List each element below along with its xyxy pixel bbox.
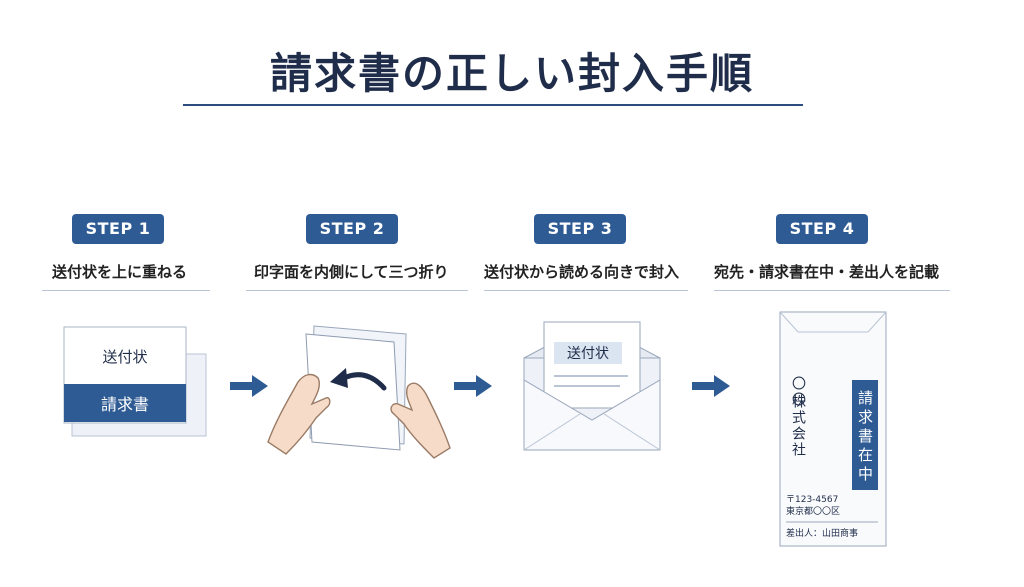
addressee-company: 株式会社 xyxy=(790,394,806,458)
invoice-band xyxy=(64,384,186,422)
step-4-badge: STEP 4 xyxy=(776,214,868,244)
step-4-caption-rule xyxy=(714,290,950,291)
title-underline xyxy=(183,104,803,106)
step-2-caption-rule xyxy=(246,290,468,291)
step-1-badge: STEP 1 xyxy=(72,214,164,244)
inserted-letter xyxy=(543,321,641,409)
letter-label-box xyxy=(554,342,622,364)
invoice-enclosed-text: 請求書在中 xyxy=(856,390,874,485)
cover-letter-label: 送付状 xyxy=(567,346,609,362)
postal-code: 〒123-4567 xyxy=(786,495,838,505)
envelope-seam xyxy=(523,413,581,451)
cover-letter-label: 送付状 xyxy=(102,348,147,366)
fold-arrow-head xyxy=(330,368,348,388)
step-3-badge: STEP 3 xyxy=(534,214,626,244)
hands-folding-paper-illustration xyxy=(267,325,451,459)
sender-address: 東京都〇〇区 xyxy=(786,505,840,517)
arrow-right-icon xyxy=(454,375,492,397)
addressee-marks: 〇〇 xyxy=(790,376,806,408)
step-3-caption: 送付状から読める向きで封入 xyxy=(484,263,680,281)
step-2-caption: 印字面を内側にして三つ折り xyxy=(254,263,449,281)
page-title: 請求書の正しい封入手順 xyxy=(269,49,754,98)
arrow-right-icon xyxy=(230,375,268,397)
addressed-envelope-illustration: 〇〇 株式会社 請求書在中 〒123-4567 東京都〇〇区 差出人：山田商事 xyxy=(779,311,887,547)
left-hand-icon xyxy=(267,373,331,455)
step-1-caption: 送付状を上に重ねる xyxy=(52,263,188,281)
step-4-caption: 宛先・請求書在中・差出人を記載 xyxy=(714,263,940,281)
invoice-label: 請求書 xyxy=(101,395,149,414)
envelope-flap-line xyxy=(779,311,887,333)
invoice-enclosed-stamp xyxy=(852,380,878,490)
stacked-papers-illustration: 送付状 請求書 xyxy=(63,326,207,437)
envelope-seam xyxy=(603,413,661,451)
front-paper xyxy=(305,333,401,451)
step-3-caption-rule xyxy=(484,290,688,291)
fold-arrow-icon xyxy=(341,372,387,391)
envelope-front xyxy=(523,379,661,451)
step-2-badge: STEP 2 xyxy=(306,214,398,244)
step-1-caption-rule xyxy=(42,290,210,291)
envelope-insert-illustration: 送付状 xyxy=(523,321,661,451)
sender-name: 差出人：山田商事 xyxy=(786,527,858,539)
right-hand-icon xyxy=(390,382,451,459)
arrow-right-icon xyxy=(692,375,730,397)
